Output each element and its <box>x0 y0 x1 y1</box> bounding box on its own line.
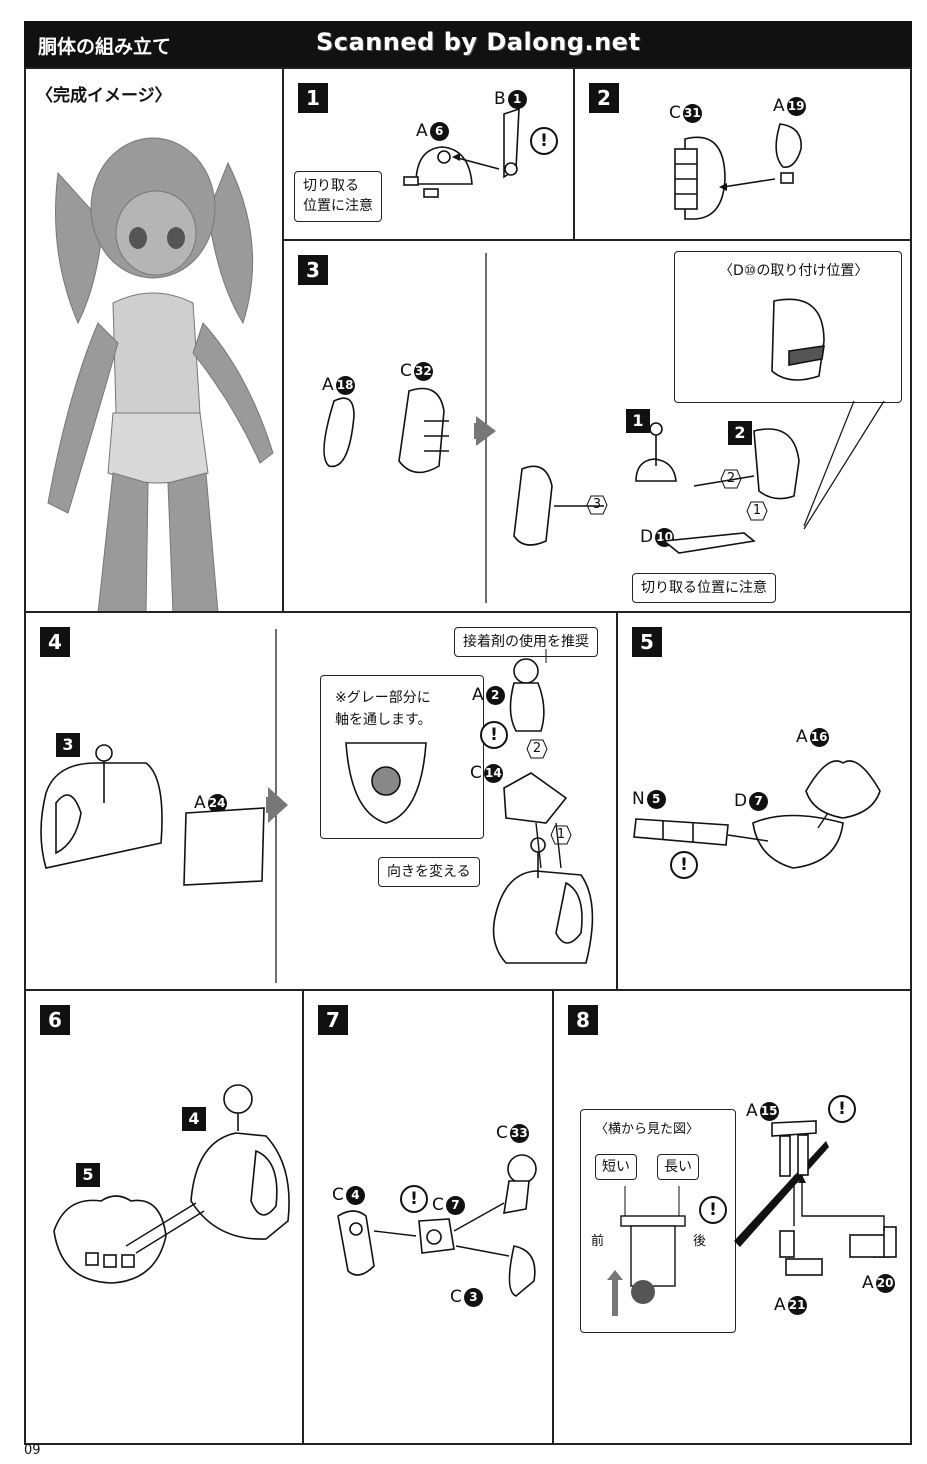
assembly-illustration <box>40 629 594 983</box>
step-number: 5 <box>632 627 662 657</box>
figure-illustration <box>47 137 274 613</box>
part-illustration <box>633 760 881 869</box>
completed-caption: 〈完成イメージ〉 <box>36 86 172 106</box>
caution-icon: ! <box>480 721 508 749</box>
step-number: 3 <box>298 255 328 285</box>
front-label: 前 <box>591 1234 605 1249</box>
inset-title: 〈D⑩の取り付け位置〉 <box>719 263 869 279</box>
change-direction-note: 向きを変える <box>378 857 480 888</box>
scan-credit: Scanned by Dalong.net <box>316 28 641 56</box>
cut-position-note: 切り取る位置に注意 <box>294 171 382 222</box>
ref-step-3: 3 <box>56 733 80 757</box>
side-view-title: 〈横から見た図〉 <box>595 1122 700 1137</box>
step-number: 7 <box>318 1005 348 1035</box>
step-8-panel: 8 〈横から見た図〉 短い 長い ! 前 後 A15 ! A21 A20 R <box>552 989 912 1445</box>
cut-position-note: 切り取る位置に注意 <box>632 573 776 604</box>
order-2: 2 <box>720 469 742 489</box>
order-2: 2 <box>526 739 548 759</box>
short-label: 短い <box>595 1154 637 1181</box>
part-illustration <box>734 1120 897 1276</box>
ref-step-4: 4 <box>182 1107 206 1131</box>
ref-step-1: 1 <box>626 409 650 433</box>
step-6-panel: 6 4 5 <box>24 989 304 1445</box>
glue-recommend-note: 接着剤の使用を推奨 <box>454 627 598 658</box>
step-number: 1 <box>298 83 328 113</box>
section-header: 胴体の組み立て Scanned by Dalong.net <box>24 21 912 67</box>
part-illustration <box>674 123 802 220</box>
part-illustration <box>403 107 520 198</box>
part-illustration <box>337 1154 537 1297</box>
side-view-inset: 〈横から見た図〉 短い 長い ! 前 後 <box>580 1109 736 1333</box>
order-3: 3 <box>586 495 608 515</box>
back-label: 後 <box>693 1234 707 1249</box>
caution-icon-2: ! <box>828 1095 856 1123</box>
step-number: 4 <box>40 627 70 657</box>
caution-icon: ! <box>400 1185 428 1213</box>
ref-step-2: 2 <box>728 421 752 445</box>
caution-icon: ! <box>699 1196 727 1224</box>
section-title: 胴体の組み立て <box>38 36 172 58</box>
step-number: 2 <box>589 83 619 113</box>
long-label: 長い <box>657 1154 699 1181</box>
assembly-illustration <box>323 253 885 603</box>
page-number: 09 <box>24 1443 41 1458</box>
assembly-illustration <box>53 1084 290 1284</box>
ref-step-5: 5 <box>76 1163 100 1187</box>
caution-icon: ! <box>530 127 558 155</box>
step-number: 6 <box>40 1005 70 1035</box>
caution-icon: ! <box>670 851 698 879</box>
side-view-illustration <box>607 1186 686 1316</box>
step-number: 8 <box>568 1005 598 1035</box>
inset-note: ※グレー部分に軸を通します。 <box>335 690 432 728</box>
completed-image-panel: 〈完成イメージ〉 <box>24 67 284 613</box>
order-1: 1 <box>746 501 768 521</box>
order-1: 1 <box>550 825 572 845</box>
